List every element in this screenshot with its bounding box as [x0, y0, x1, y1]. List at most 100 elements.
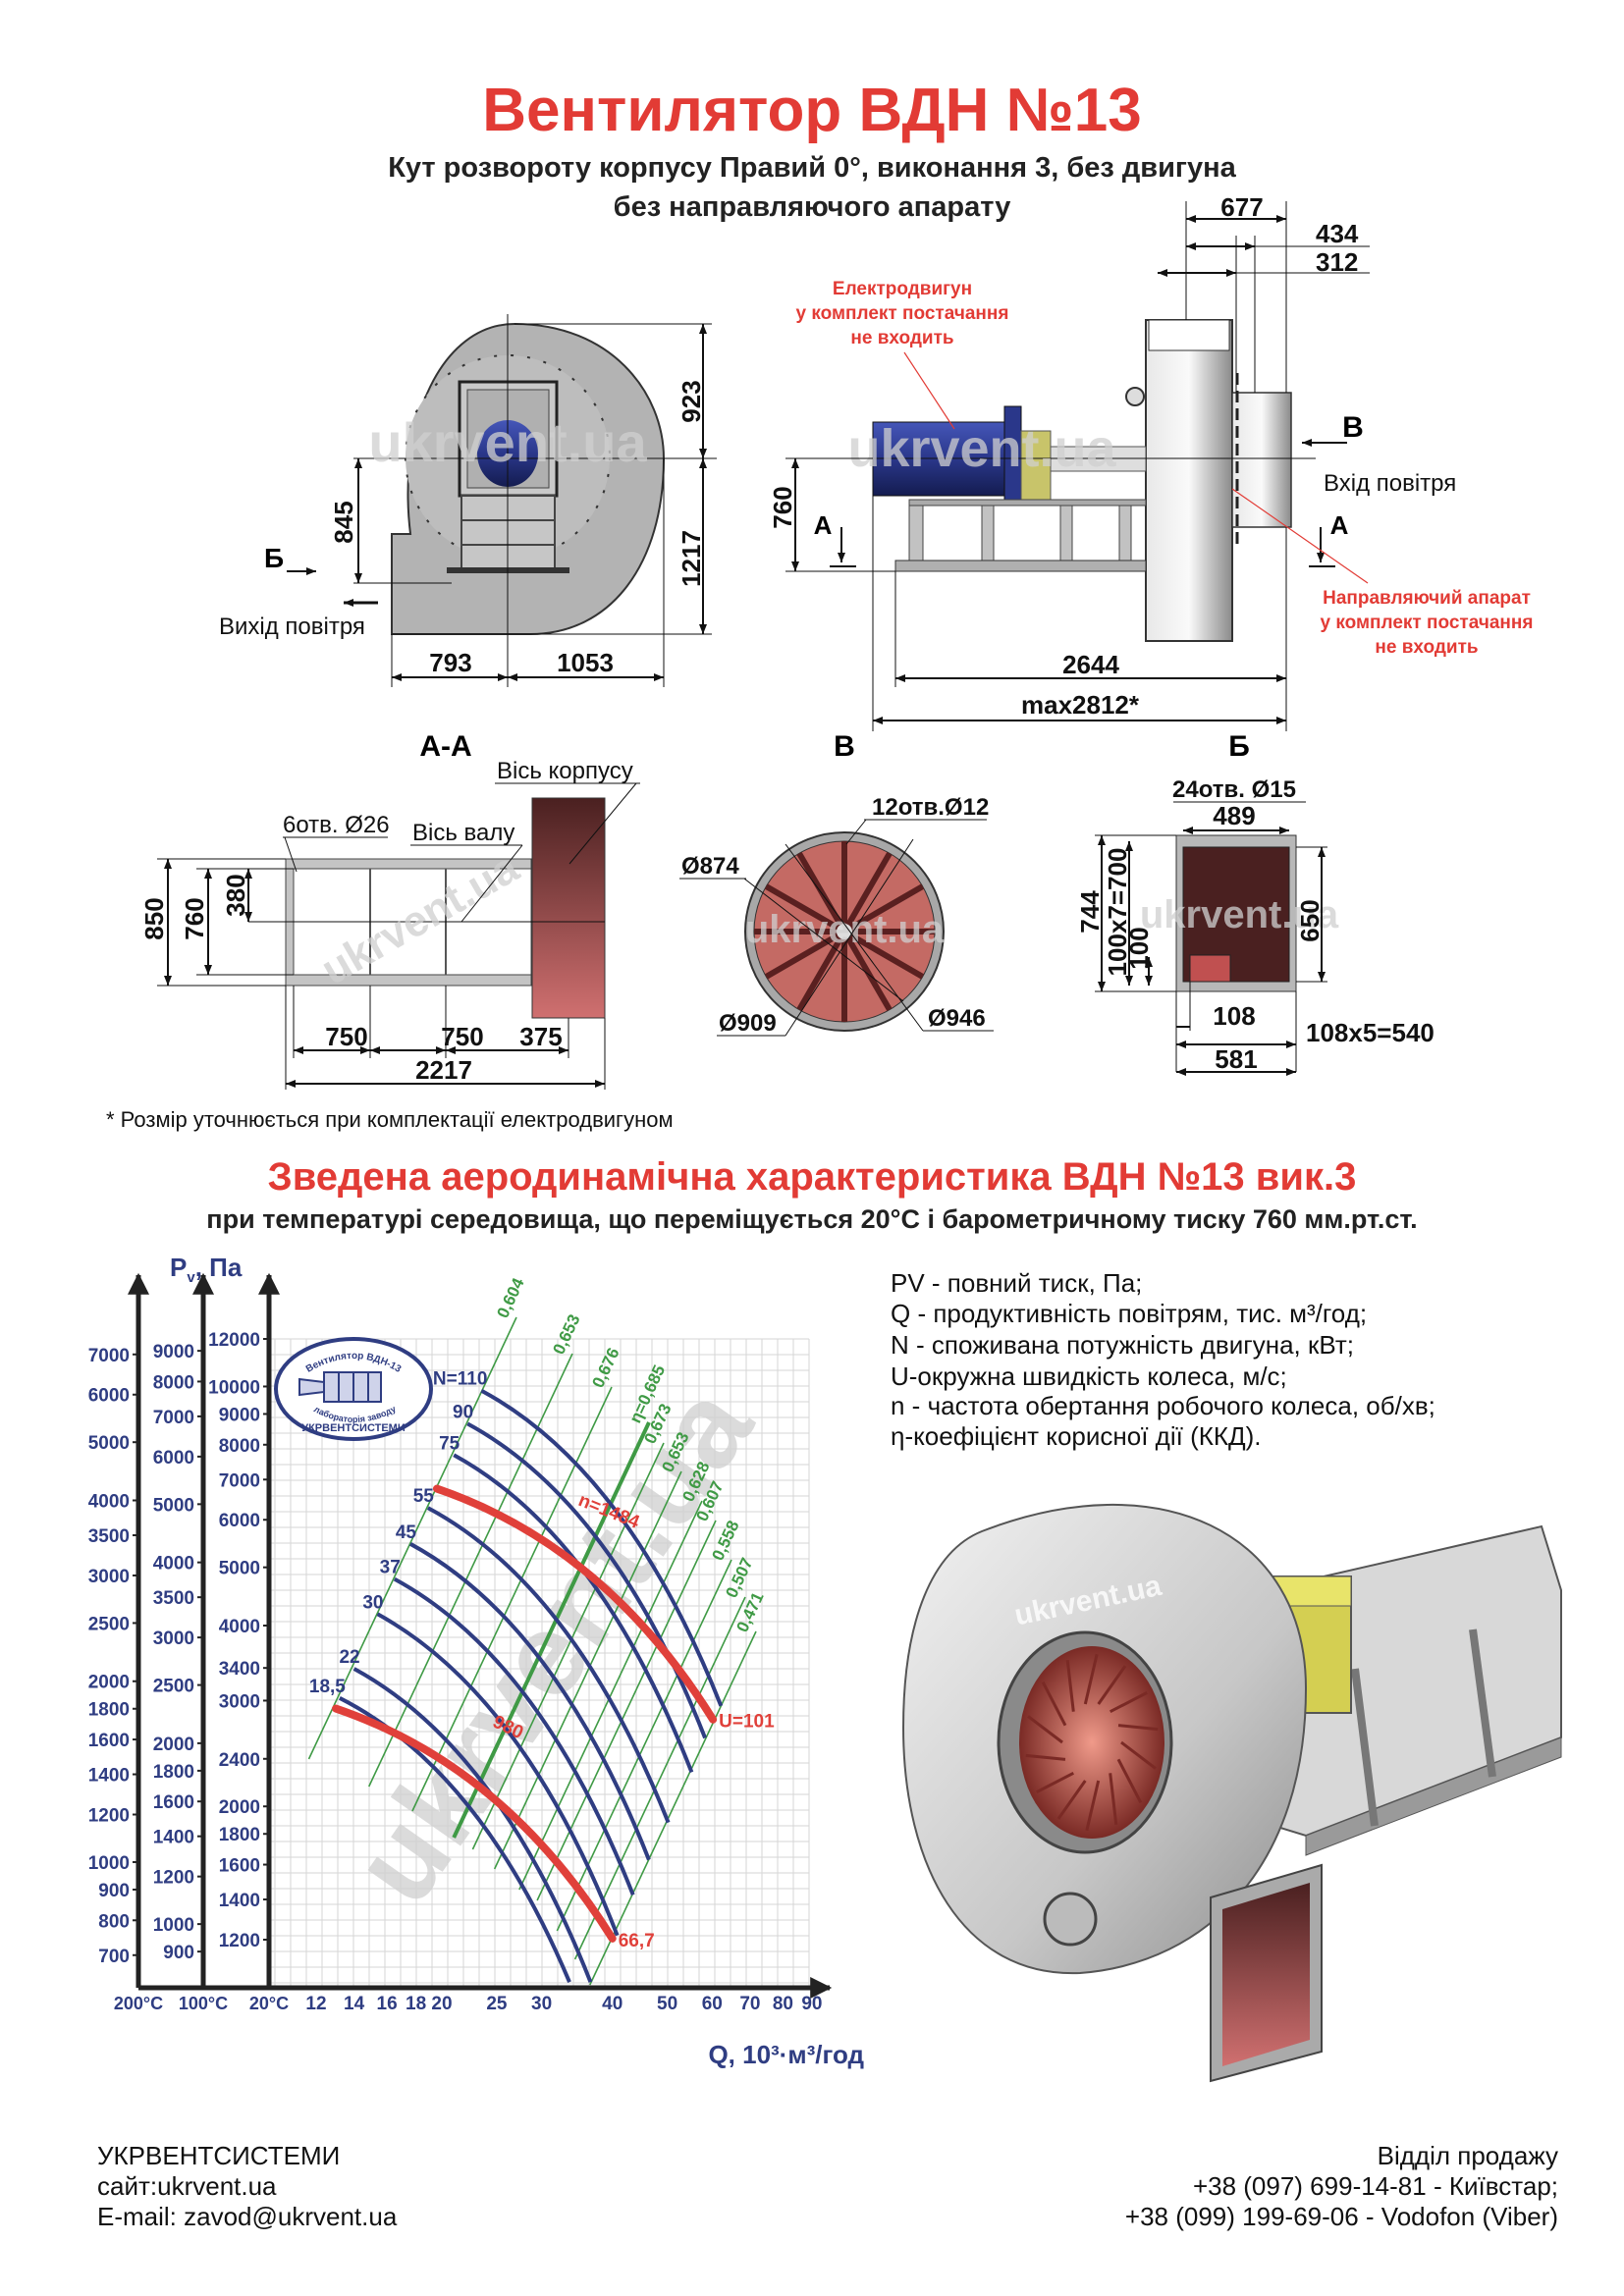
- watermark: ukrvent.ua: [847, 419, 1116, 478]
- footer-email[interactable]: E-mail: zavod@ukrvent.ua: [97, 2202, 398, 2231]
- impeller-blade: [1083, 1653, 1099, 1705]
- y-tick-label: 900: [163, 1943, 194, 1963]
- footer-phone-kyivstar[interactable]: +38 (097) 699-14-81 - Київстар;: [1193, 2171, 1558, 2201]
- legend-pv: PV - повний тиск, Па;: [891, 1268, 1142, 1298]
- y-tick-label: 2400: [219, 1750, 260, 1771]
- dim-677: 677: [1220, 192, 1263, 222]
- y-tick-label: 5000: [88, 1433, 130, 1454]
- efficiency-line: [368, 1353, 573, 1788]
- power-curve: [466, 1421, 707, 1739]
- x-tick-label: 14: [344, 1994, 365, 2014]
- holes-label-aa: 6отв. Ø26: [283, 812, 390, 838]
- y-tick-label: 2500: [153, 1677, 194, 1697]
- section-b-marker: Б: [264, 543, 284, 573]
- power-curve: [352, 1667, 593, 1983]
- y-tick-label: 1200: [219, 1931, 260, 1951]
- x-tick-label: 16: [377, 1994, 398, 2014]
- stamp-text-bottom: УКРВЕНТСИСТЕМИ: [301, 1422, 406, 1434]
- section-a-right-marker: А: [1330, 510, 1349, 540]
- impeller-blade: [764, 883, 846, 934]
- impeller-blade: [796, 930, 847, 1012]
- power-curve: [480, 1388, 724, 1707]
- x-axis-label: Q, 10³·м³/год: [708, 2040, 864, 2069]
- x-tick-label: 18: [406, 1994, 426, 2014]
- x-tick-label: 90: [801, 1994, 822, 2014]
- dim-760-aa: 760: [180, 897, 209, 939]
- power-curve-label: 22: [339, 1647, 359, 1668]
- y-axis-label: Pv, Па: [170, 1253, 243, 1286]
- speed-curve: [432, 1484, 718, 1724]
- housing-axis-label: Вісь корпусу: [497, 758, 633, 784]
- page-subtitle-line1: Кут розвороту корпусу Правий 0°, виконан…: [388, 152, 1236, 184]
- footer-site[interactable]: сайт:ukrvent.ua: [97, 2171, 277, 2201]
- dim-2217: 2217: [415, 1055, 472, 1085]
- impeller-blade: [1085, 1780, 1101, 1832]
- footer-phone-vodafone[interactable]: +38 (099) 199-69-06 - Vodofon (Viber): [1125, 2202, 1558, 2231]
- temperature-axis-label: 20°C: [249, 1994, 289, 2013]
- impeller-blade: [841, 851, 893, 934]
- x-tick-label: 30: [531, 1994, 552, 2014]
- impeller-blade: [1117, 1724, 1159, 1732]
- chart-axes: 7000600050004000350030002500200018001600…: [88, 1272, 833, 2014]
- y-tick-label: 2500: [88, 1614, 130, 1634]
- power-curve-label: 37: [380, 1558, 401, 1578]
- chart-grid: [271, 1338, 810, 1988]
- impeller-blade: [842, 883, 925, 934]
- y-tick-label: 6000: [88, 1386, 130, 1407]
- footnote: * Розмір уточнюється при комплектації ел…: [106, 1107, 674, 1132]
- y-tick-label: 4000: [219, 1617, 260, 1637]
- impeller-blade: [1110, 1691, 1148, 1714]
- y-tick-label: 3400: [219, 1659, 260, 1680]
- view-v-title: В: [834, 730, 855, 763]
- power-curve: [426, 1506, 671, 1824]
- y-tick-label: 2000: [219, 1797, 260, 1818]
- dim-434: 434: [1316, 219, 1359, 248]
- legend-rpm: n - частота обертання робочого колеса, о…: [891, 1391, 1435, 1420]
- legend-efficiency: η-коефіцієнт корисної дії (ККД).: [891, 1421, 1262, 1451]
- dim-380: 380: [221, 874, 250, 916]
- y-tick-label: 800: [98, 1911, 130, 1932]
- dim-312: 312: [1316, 247, 1358, 277]
- dim-540: 108x5=540: [1306, 1018, 1435, 1047]
- x-tick-label: 60: [702, 1994, 723, 2014]
- outlet-label: Вихід повітря: [219, 614, 365, 640]
- power-curve-label: 30: [362, 1592, 383, 1613]
- y-tick-label: 7000: [88, 1346, 130, 1366]
- dim-845: 845: [329, 501, 358, 543]
- section-aa-drawing: А-А ukrvent.ua 850 760 380 6отв. Ø26 Віс…: [139, 730, 640, 1090]
- dim-700: 100x7=700: [1103, 848, 1132, 977]
- efficiency-line: [536, 1520, 717, 1901]
- dim-1217: 1217: [677, 530, 706, 587]
- y-tick-label: 6000: [219, 1511, 260, 1531]
- footer: УКРВЕНТСИСТЕМИ сайт:ukrvent.ua E-mail: z…: [97, 2141, 1558, 2231]
- dim-2644: 2644: [1062, 650, 1119, 679]
- diameter-946: Ø946: [928, 1005, 986, 1032]
- section-aa-title: А-А: [419, 730, 471, 763]
- power-curve-label: 45: [396, 1522, 417, 1543]
- legend-u: U-окружна швидкість колеса, м/с;: [891, 1362, 1287, 1391]
- dim-750-first: 750: [325, 1022, 367, 1051]
- y-tick-label: 10000: [208, 1377, 260, 1398]
- page-subtitle-line2: без направляючого апарату: [614, 191, 1011, 223]
- chart-subtitle: при температурі середовища, що переміщує…: [206, 1204, 1417, 1234]
- impeller-blade: [1036, 1771, 1074, 1793]
- impeller-blade: [1027, 1715, 1063, 1744]
- efficiency-line: [518, 1500, 703, 1891]
- x-tick-label: 20: [431, 1994, 452, 2014]
- dim-850: 850: [139, 897, 169, 939]
- impeller-blade: [1116, 1758, 1143, 1803]
- chart-legend: PV - повний тиск, Па; Q - продуктивність…: [891, 1268, 1435, 1451]
- efficiency-line: [589, 1630, 757, 1986]
- y-tick-label: 3500: [153, 1588, 194, 1609]
- holes-label-b: 24отв. Ø15: [1172, 776, 1296, 803]
- motor-note-line3: не входить: [850, 328, 953, 348]
- power-curve: [409, 1542, 651, 1861]
- motor-note-line1: Електродвигун: [833, 279, 972, 299]
- y-tick-label: 3500: [88, 1526, 130, 1547]
- y-tick-label: 3000: [219, 1691, 260, 1712]
- efficiency-line: [471, 1442, 665, 1850]
- impeller-blade: [764, 929, 846, 980]
- diameter-874: Ø874: [681, 853, 739, 880]
